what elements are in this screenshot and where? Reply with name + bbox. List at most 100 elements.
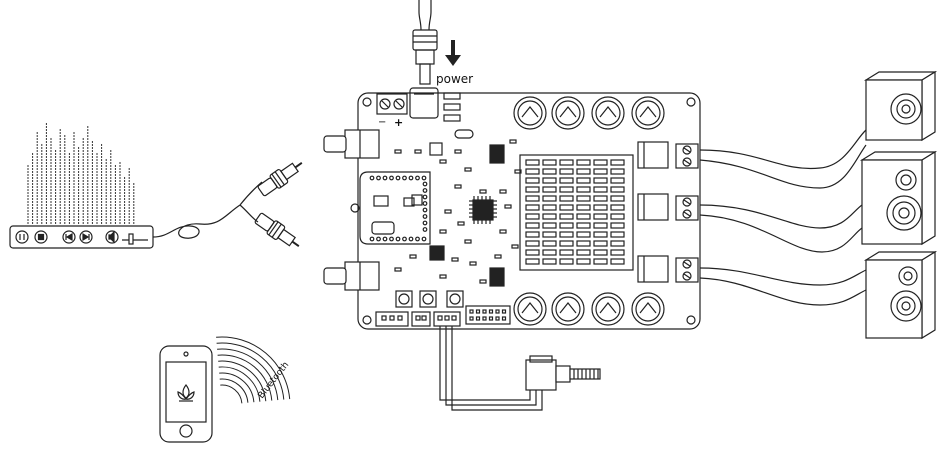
smd-part	[499, 229, 507, 234]
audio-cable	[152, 181, 263, 239]
heatsink-fin	[576, 258, 591, 265]
heatsink-fin	[559, 195, 574, 202]
heatsink-fin	[542, 258, 557, 265]
terminal-plus-label: +	[394, 116, 403, 129]
smd-part	[414, 149, 422, 154]
module-pin	[369, 175, 375, 181]
module-pin	[408, 236, 414, 242]
heatsink-fin	[576, 195, 591, 202]
module-pin	[402, 236, 407, 242]
smd-part	[439, 159, 447, 164]
smd-components	[394, 139, 522, 284]
smd-part	[469, 261, 477, 266]
dc-jack	[409, 87, 439, 119]
capacitor	[631, 96, 665, 130]
heatsink-fin	[593, 240, 608, 247]
heatsink-fin	[542, 231, 557, 238]
input-jack-top	[323, 129, 380, 159]
heatsink-fin	[593, 249, 608, 256]
module-pin	[422, 188, 428, 193]
bluetooth-wave-arc	[216, 342, 285, 400]
smd-part	[464, 167, 472, 172]
module-pin	[389, 236, 394, 242]
heatsink-fin	[593, 204, 608, 211]
heatsink-fin	[576, 177, 591, 184]
module-pin	[402, 175, 407, 181]
pause-icon	[15, 230, 29, 244]
power-terminal: − +	[376, 93, 408, 129]
heatsink-fin	[593, 195, 608, 202]
heatsink-fin	[610, 177, 625, 184]
heatsink-fin	[525, 204, 540, 211]
heatsink-fin	[593, 177, 608, 184]
small-ics	[411, 142, 505, 287]
heatsink-fin	[559, 240, 574, 247]
smd-part	[394, 149, 402, 154]
heatsink-fin	[525, 258, 540, 265]
smd-part	[454, 149, 462, 154]
heatsink-fin	[593, 231, 608, 238]
module-pin	[376, 236, 381, 242]
heatsink-fin	[525, 195, 540, 202]
heatsink-fin	[525, 213, 540, 220]
module-pin	[415, 236, 420, 242]
bluetooth-wave-arc	[219, 372, 255, 403]
bluetooth-wave-arc	[218, 366, 261, 402]
rca-plug-top	[257, 161, 303, 197]
heatsink-fin	[610, 258, 625, 265]
smd-part	[464, 239, 472, 244]
heatsink-fin	[610, 204, 625, 211]
module-pin	[382, 175, 388, 181]
smd-part	[457, 221, 465, 226]
bluetooth-wave-arc	[216, 336, 291, 400]
heatsink-fin	[559, 222, 574, 229]
rca-plug-bottom	[254, 212, 300, 248]
heatsink-fin	[593, 168, 608, 175]
heatsink-fin	[593, 222, 608, 229]
smd-part	[451, 257, 459, 262]
terminal-minus-label: −	[378, 117, 386, 128]
heatsink-fin	[593, 186, 608, 193]
heatsink-fin	[559, 177, 574, 184]
heatsink-fin	[542, 168, 557, 175]
heatsink-fin	[559, 186, 574, 193]
heatsink-fin	[576, 249, 591, 256]
heatsink-fin	[525, 240, 540, 247]
header-pin	[488, 309, 494, 314]
input-jack-bottom	[323, 261, 380, 291]
bluetooth-wave-arc	[217, 354, 273, 401]
smd-part	[394, 267, 402, 272]
heatsink	[519, 154, 634, 271]
capacitor	[551, 292, 585, 326]
smd-part	[499, 189, 507, 194]
heatsink-fin	[542, 249, 557, 256]
module-pin	[395, 236, 401, 242]
smd-part	[504, 204, 512, 209]
header-pin	[495, 316, 500, 321]
next-icon	[79, 230, 93, 244]
heatsink-fin	[559, 159, 574, 166]
volume-slider	[122, 233, 148, 245]
module-pin	[422, 181, 428, 187]
heatsink-fin	[525, 186, 540, 193]
heatsink-fin	[610, 195, 625, 202]
power-plug	[412, 0, 438, 85]
capacitors-bottom	[513, 292, 665, 326]
smd-part	[454, 184, 462, 189]
power-arrow-icon	[445, 40, 461, 66]
module-pin	[422, 207, 428, 213]
capacitor	[513, 292, 547, 326]
smd-part	[479, 189, 487, 194]
media-player	[9, 225, 154, 249]
heatsink-fin	[576, 204, 591, 211]
heatsink-fin	[542, 195, 557, 202]
speaker-wires	[699, 129, 867, 306]
speaker-terminals	[637, 141, 699, 283]
smd-part	[444, 209, 452, 214]
module-pin	[382, 236, 388, 242]
smd-part	[439, 274, 447, 279]
heatsink-fin	[542, 186, 557, 193]
heatsink-fin	[542, 222, 557, 229]
heatsink-fin	[610, 186, 625, 193]
heatsink-fin	[525, 249, 540, 256]
